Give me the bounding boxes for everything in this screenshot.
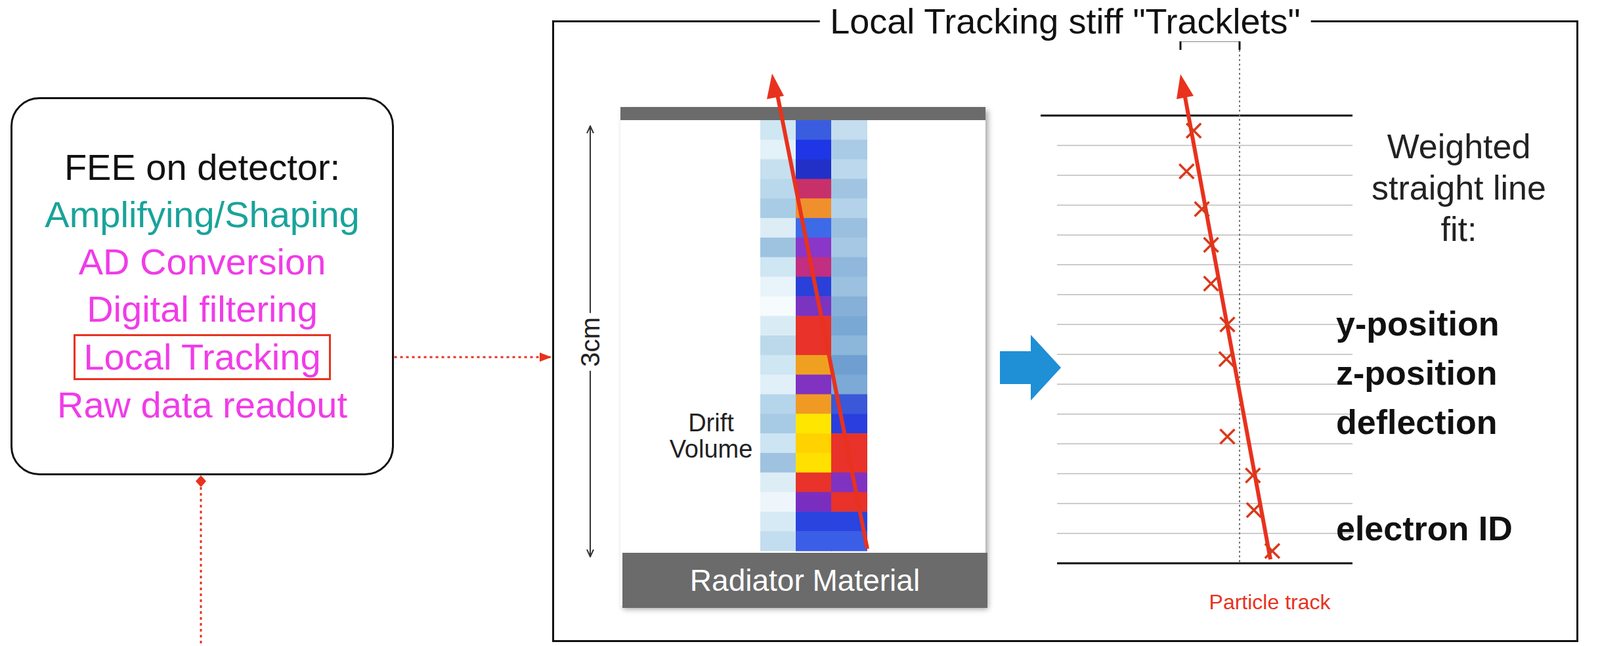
particle-track: [776, 87, 868, 549]
dimension-line: [589, 126, 591, 316]
stage-label: Digital filtering: [86, 285, 318, 333]
fit-output: deflection: [1336, 401, 1498, 443]
fee-box: FEE on detector:Amplifying/ShapingAD Con…: [10, 97, 394, 476]
fit-output: electron ID: [1336, 508, 1513, 549]
leader-diamond: [195, 475, 207, 488]
stage-label: AD Conversion: [78, 238, 327, 286]
stage-label: Amplifying/Shaping: [44, 191, 360, 239]
radiator-band: Radiator Material: [622, 552, 988, 608]
box-heading: FEE on detector:: [64, 143, 341, 192]
track-arrowhead: [1176, 74, 1194, 100]
track-arrowhead: [766, 73, 784, 100]
fit-output: z-position: [1336, 352, 1498, 394]
cathode-bar: [620, 107, 986, 121]
track-label: Particle track: [1209, 589, 1331, 615]
stage-label: Local Tracking: [83, 336, 321, 379]
fit-output: y-position: [1336, 303, 1499, 345]
detector-box: [620, 107, 986, 606]
region-label: Drift Volume: [648, 409, 774, 463]
stage-label: Raw data readout: [57, 381, 348, 429]
fitted-track: [1185, 97, 1271, 560]
fit-heading: Weighted straight line fit:: [1360, 126, 1558, 251]
cluster-hits: [1179, 123, 1280, 559]
plane-line: [1057, 562, 1353, 565]
dimension-label: 3cm: [575, 313, 605, 371]
detector-chamber: Drift VolumeRadiator Material: [622, 108, 988, 608]
frame-title: Local Tracking stiff "Tracklets": [819, 0, 1312, 42]
region-label: Radiator Material: [690, 562, 920, 599]
process-arrow: [999, 334, 1061, 401]
pad-signals: [760, 120, 868, 552]
highlight-box: Local Tracking: [73, 334, 331, 381]
dotted-leader: [200, 487, 203, 646]
dotted-reference: [1238, 49, 1241, 563]
dimension-line: [589, 368, 591, 557]
plane-line: [1040, 114, 1353, 117]
